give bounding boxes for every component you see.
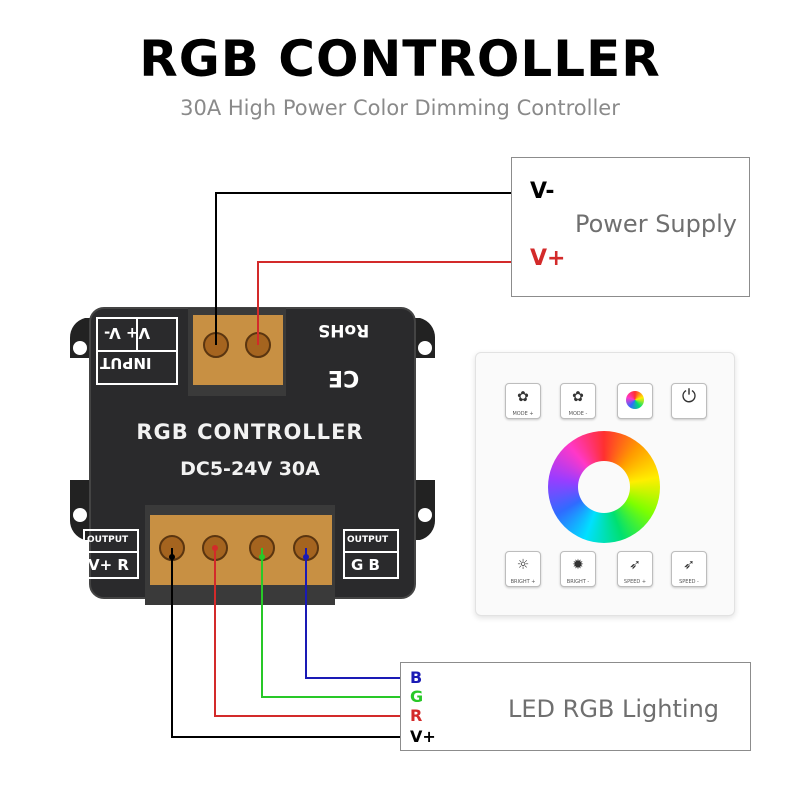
rohs-mark: RoHS xyxy=(318,320,370,340)
touch-panel-remote: ✿ MODE + ✿ MODE - ⏻ ☼ BRIGHT + ✹ BRIGHT … xyxy=(475,352,735,616)
led-vplus-label: V+ xyxy=(410,727,436,746)
output-right-terms: G B xyxy=(351,556,380,574)
wire-red-out-r xyxy=(214,548,405,717)
led-b-label: B xyxy=(410,668,423,687)
controller-spec: DC5-24V 30A xyxy=(180,458,320,480)
output-right-label: OUTPUT xyxy=(347,535,389,545)
led-r-label: R xyxy=(410,706,423,725)
ce-mark: CE xyxy=(328,365,360,390)
wire-black-out-vplus xyxy=(171,548,405,738)
wire-red-vplus xyxy=(257,261,526,345)
mount-hole xyxy=(73,341,87,355)
led-lighting-box xyxy=(400,662,751,751)
speed-plus-button[interactable]: ➶ SPEED + xyxy=(617,551,653,587)
mode-minus-icon: ✿ xyxy=(572,389,584,405)
color-w-button[interactable] xyxy=(617,383,653,419)
input-terms: V+ V- xyxy=(104,324,151,342)
page-title: RGB CONTROLLER xyxy=(139,30,661,88)
page-subtitle: 30A High Power Color Dimming Controller xyxy=(180,96,620,120)
bright-plus-icon: ☼ xyxy=(516,557,530,573)
output-left-label: OUTPUT xyxy=(87,535,129,545)
wire-green-out-g xyxy=(261,548,405,698)
power-icon: ⏻ xyxy=(681,386,697,407)
speed-minus-button[interactable]: ➶ SPEED - xyxy=(671,551,707,587)
speed-plus-icon: ➶ xyxy=(629,557,641,573)
input-label: INPUT xyxy=(100,354,152,372)
controller-title: RGB CONTROLLER xyxy=(136,420,364,444)
led-g-label: G xyxy=(410,687,424,706)
power-vminus-label: V- xyxy=(530,179,555,204)
power-vplus-label: V+ xyxy=(530,246,566,271)
mode-minus-button[interactable]: ✿ MODE - xyxy=(560,383,596,419)
wire-black-vminus xyxy=(215,192,522,345)
mount-hole xyxy=(418,341,432,355)
led-lighting-label: LED RGB Lighting xyxy=(508,695,720,723)
mode-plus-icon: ✿ xyxy=(517,389,529,405)
mount-hole xyxy=(418,508,432,522)
bright-minus-button[interactable]: ✹ BRIGHT - xyxy=(560,551,596,587)
color-wheel-center xyxy=(578,461,630,513)
output-right-label-box xyxy=(343,529,399,579)
power-button[interactable]: ⏻ xyxy=(671,383,707,419)
mount-hole xyxy=(73,508,87,522)
power-supply-box xyxy=(511,157,750,297)
bright-plus-button[interactable]: ☼ BRIGHT + xyxy=(505,551,541,587)
output-left-label-box xyxy=(83,529,139,579)
color-w-icon xyxy=(626,391,644,409)
mode-plus-button[interactable]: ✿ MODE + xyxy=(505,383,541,419)
speed-minus-icon: ➶ xyxy=(683,557,695,573)
color-wheel[interactable] xyxy=(548,431,660,543)
output-left-terms: V+ R xyxy=(88,556,129,574)
wire-blue-out-b xyxy=(305,548,405,679)
bright-minus-icon: ✹ xyxy=(572,557,584,573)
power-supply-label: Power Supply xyxy=(575,210,737,238)
